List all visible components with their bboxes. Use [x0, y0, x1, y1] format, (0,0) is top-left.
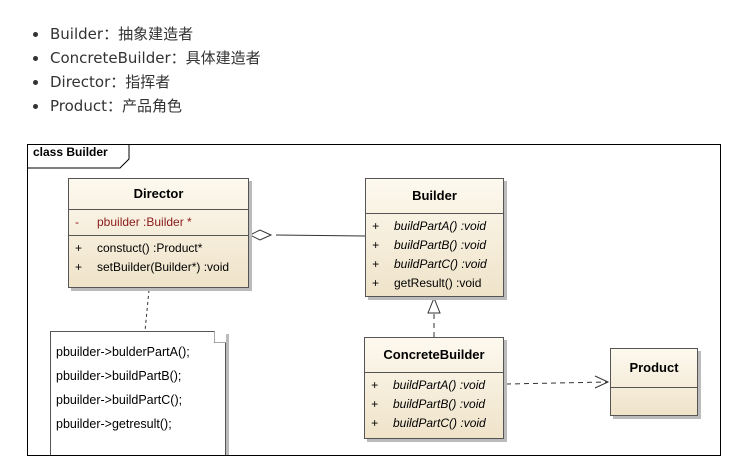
code-note: pbuilder->bulderPartA(); pbuilder->build… [50, 331, 226, 455]
dependency-arrowhead [594, 375, 610, 389]
aggregation-line [275, 234, 366, 237]
note-line: pbuilder->buildPartB(); [56, 369, 182, 383]
operation-row: +buildPartC() :void [372, 257, 487, 271]
class-name: Director [133, 186, 184, 201]
note-fold-corner [214, 331, 226, 343]
class-name: Product [629, 360, 679, 375]
operation-row: +buildPartC() :void [371, 416, 486, 430]
dependency-line [505, 381, 608, 385]
operations-section: +buildPartA() :void +buildPartB() :void … [365, 372, 503, 436]
uml-class-diagram: class Builder Director -pbuilder :Builde… [27, 144, 721, 456]
class-name: ConcreteBuilder [383, 347, 485, 362]
realization-arrowhead [427, 296, 441, 314]
concrete-builder-class: ConcreteBuilder +buildPartA() :void +bui… [364, 337, 504, 439]
operations-section: +buildPartA() :void +buildPartB() :void … [366, 213, 503, 296]
operations-section: +constuct() :Product* +setBuilder(Builde… [69, 235, 248, 280]
product-class: Product [610, 348, 698, 416]
list-item: Product：产品角色 [28, 94, 261, 118]
attributes-section: -pbuilder :Builder * [69, 209, 248, 235]
note-anchor-line [144, 289, 150, 332]
note-line: pbuilder->getresult(); [56, 417, 172, 431]
relationship-lines [144, 229, 610, 389]
attribute-row: -pbuilder :Builder * [75, 215, 192, 229]
frame-label: class Builder [33, 145, 108, 159]
director-class: Director -pbuilder :Builder * +constuct(… [68, 178, 249, 288]
list-item: ConcreteBuilder：具体建造者 [28, 46, 261, 70]
operation-row: +constuct() :Product* [75, 241, 203, 255]
class-name: Builder [412, 188, 457, 203]
operation-row: +getResult() :void [372, 276, 482, 290]
builder-class: Builder +buildPartA() :void +buildPartB(… [365, 178, 504, 297]
list-item: Builder：抽象建造者 [28, 22, 261, 46]
aggregation-diamond [248, 229, 273, 241]
operation-row: +buildPartA() :void [372, 219, 487, 233]
operation-row: +buildPartB() :void [372, 238, 487, 252]
role-list: Builder：抽象建造者 ConcreteBuilder：具体建造者 Dire… [28, 22, 261, 118]
operation-row: +buildPartB() :void [371, 397, 486, 411]
operation-row: +buildPartA() :void [371, 378, 486, 392]
operation-row: +setBuilder(Builder*) :void [75, 260, 230, 274]
list-item: Director：指挥者 [28, 70, 261, 94]
note-line: pbuilder->bulderPartA(); [56, 345, 190, 359]
empty-section [611, 387, 697, 388]
frame-tab-outline [28, 145, 130, 169]
note-line: pbuilder->buildPartC(); [56, 393, 183, 407]
